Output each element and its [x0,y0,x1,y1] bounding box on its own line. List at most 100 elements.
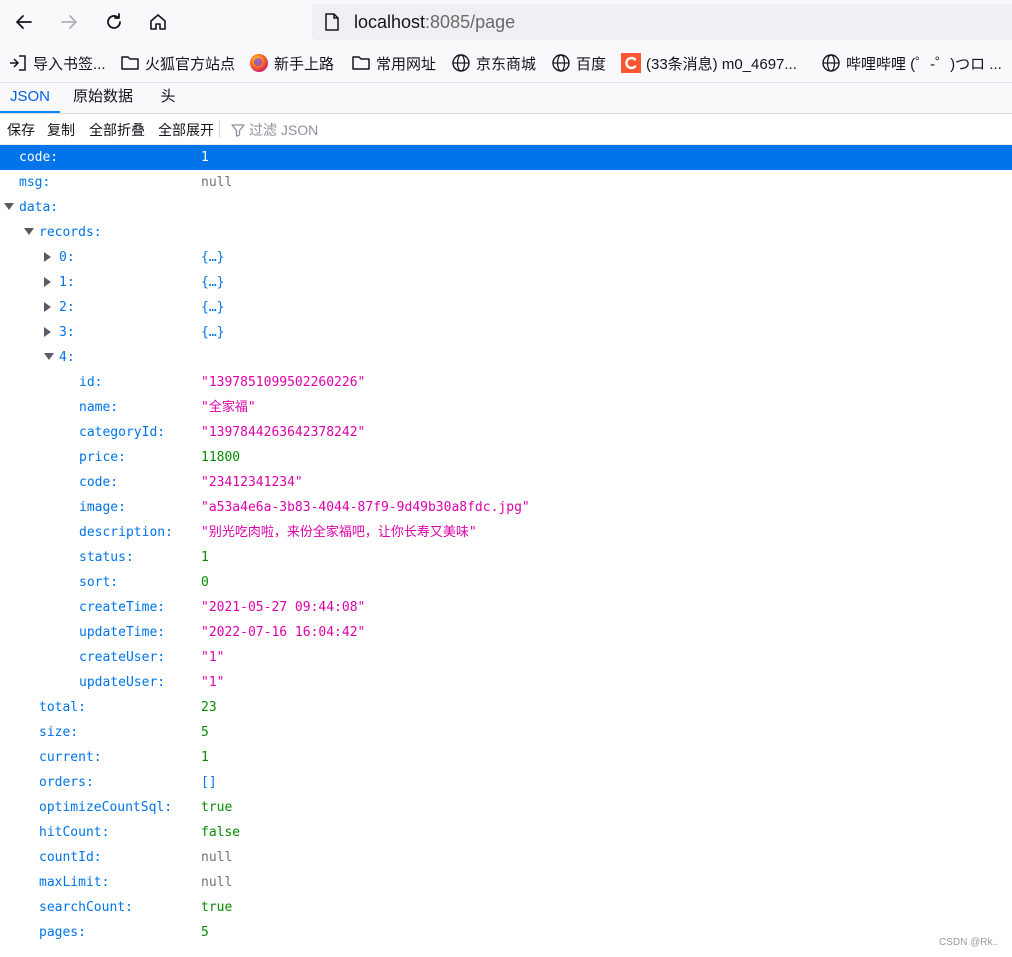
json-value: "1397851099502260226" [201,375,366,390]
json-value: 1 [201,750,209,765]
json-key: orders: [39,775,94,790]
forward-button[interactable] [55,8,83,36]
json-row[interactable]: data: [0,195,1012,220]
bookmark-firefox-site[interactable]: 火狐官方站点 [120,52,235,74]
tab-raw-data[interactable]: 原始数据 [72,88,133,105]
json-row[interactable]: size:5 [0,720,1012,745]
json-key: id: [79,375,103,390]
json-row[interactable]: image:"a53a4e6a-3b83-4044-87f9-9d49b30a8… [0,495,1012,520]
json-value: "全家福" [201,400,256,415]
json-row[interactable]: status:1 [0,545,1012,570]
tab-json[interactable]: JSON [0,83,60,113]
json-row[interactable]: countId:null [0,845,1012,870]
json-key: 1: [59,275,75,290]
json-row[interactable]: 1: {…} [0,270,1012,295]
json-row[interactable]: price:11800 [0,445,1012,470]
json-key: total: [39,700,86,715]
url-bar[interactable]: localhost:8085/page [312,4,1012,40]
bookmark-label: 新手上路 [274,55,335,73]
json-key: code: [19,150,59,165]
url-text[interactable]: localhost:8085/page [354,12,515,33]
json-row[interactable]: categoryId: "1397844263642378242" [0,420,1012,445]
json-value: [] [201,775,217,790]
json-value: "1" [201,650,225,665]
bookmark-label: 常用网址 [376,55,437,73]
reload-icon [107,13,121,29]
json-row[interactable]: name: "全家福" [0,395,1012,420]
save-button[interactable]: 保存 [7,122,35,138]
json-value: "2021-05-27 09:44:08" [201,600,366,615]
json-row[interactable]: msg:null [0,170,1012,195]
json-row[interactable]: 0:{…} [0,245,1012,270]
json-value: null [201,875,233,890]
json-value: "别光吃肉啦，来份全家福吧，让你长寿又美味" [201,525,477,540]
json-row[interactable]: createTime:"2021-05-27 09:44:08" [0,595,1012,620]
json-row[interactable]: hitCount:false [0,820,1012,845]
globe-icon [551,53,571,73]
json-key: categoryId: [79,425,166,440]
bookmark-import[interactable]: 导入书签... [8,52,106,74]
json-row[interactable]: 4: [0,345,1012,370]
bookmark-bilibili[interactable]: 哔哩哔哩 (゜-゜)つロ ... [821,52,1002,74]
json-key: hitCount: [39,825,110,840]
json-value: "1397844263642378242" [201,425,366,440]
json-key: maxLimit: [39,875,110,890]
caret-down-icon[interactable] [4,203,14,210]
copy-button[interactable]: 复制 [47,122,75,138]
json-key: description: [79,525,173,540]
tab-headers[interactable]: 头 [160,88,176,105]
json-row[interactable]: id: "1397851099502260226" [0,370,1012,395]
json-row[interactable]: current:1 [0,745,1012,770]
caret-right-icon[interactable] [44,252,51,262]
browser-navbar: localhost:8085/page [0,0,1012,44]
caret-right-icon[interactable] [44,302,51,312]
json-row[interactable]: updateTime:"2022-07-16 16:04:42" [0,620,1012,645]
json-value: 1 [201,150,209,165]
caret-right-icon[interactable] [44,327,51,337]
url-path: :8085/page [425,12,516,32]
json-value: {…} [201,275,225,290]
json-row[interactable]: 2:{…} [0,295,1012,320]
home-button[interactable] [144,8,172,36]
json-key: image: [79,500,126,515]
json-value: "1" [201,675,225,690]
json-row[interactable]: sort:0 [0,570,1012,595]
json-row[interactable]: 3:{…} [0,320,1012,345]
caret-down-icon[interactable] [24,228,34,235]
bookmark-csdn[interactable]: (33条消息) m0_4697... [621,52,797,74]
bookmark-getting-started[interactable]: 新手上路 [249,52,334,74]
arrow-left-icon [16,15,32,29]
json-row[interactable]: pages:5 [0,920,1012,945]
json-row[interactable]: records: [0,220,1012,245]
back-button[interactable] [10,8,38,36]
bookmark-label: 京东商城 [476,55,537,73]
toolbar-divider [219,120,220,138]
json-key: size: [39,725,79,740]
json-row[interactable]: createUser:"1" [0,645,1012,670]
json-row[interactable]: searchCount:true [0,895,1012,920]
json-row[interactable]: description: "别光吃肉啦，来份全家福吧，让你长寿又美味" [0,520,1012,545]
bookmark-baidu[interactable]: 百度 [551,52,606,74]
bookmark-label: 火狐官方站点 [145,55,236,73]
json-row[interactable]: maxLimit: null [0,870,1012,895]
json-value: 5 [201,925,209,940]
json-key: code: [79,475,119,490]
bookmark-common-sites[interactable]: 常用网址 [351,52,436,74]
json-key: name: [79,400,119,415]
filter-json-input[interactable]: 过滤 JSON [231,120,318,140]
expand-all-button[interactable]: 全部展开 [158,122,214,138]
json-row[interactable]: orders: [] [0,770,1012,795]
json-row[interactable]: optimizeCountSql:true [0,795,1012,820]
json-row[interactable]: updateUser:"1" [0,670,1012,695]
collapse-all-button[interactable]: 全部折叠 [89,122,145,138]
json-key: countId: [39,850,102,865]
reload-button[interactable] [100,8,128,36]
caret-down-icon[interactable] [44,353,54,360]
caret-right-icon[interactable] [44,277,51,287]
json-row[interactable]: code: 1 [0,145,1012,170]
json-key: 0: [59,250,75,265]
json-key: status: [79,550,134,565]
json-row[interactable]: total:23 [0,695,1012,720]
bookmark-jd[interactable]: 京东商城 [451,52,536,74]
json-row[interactable]: code:"23412341234" [0,470,1012,495]
